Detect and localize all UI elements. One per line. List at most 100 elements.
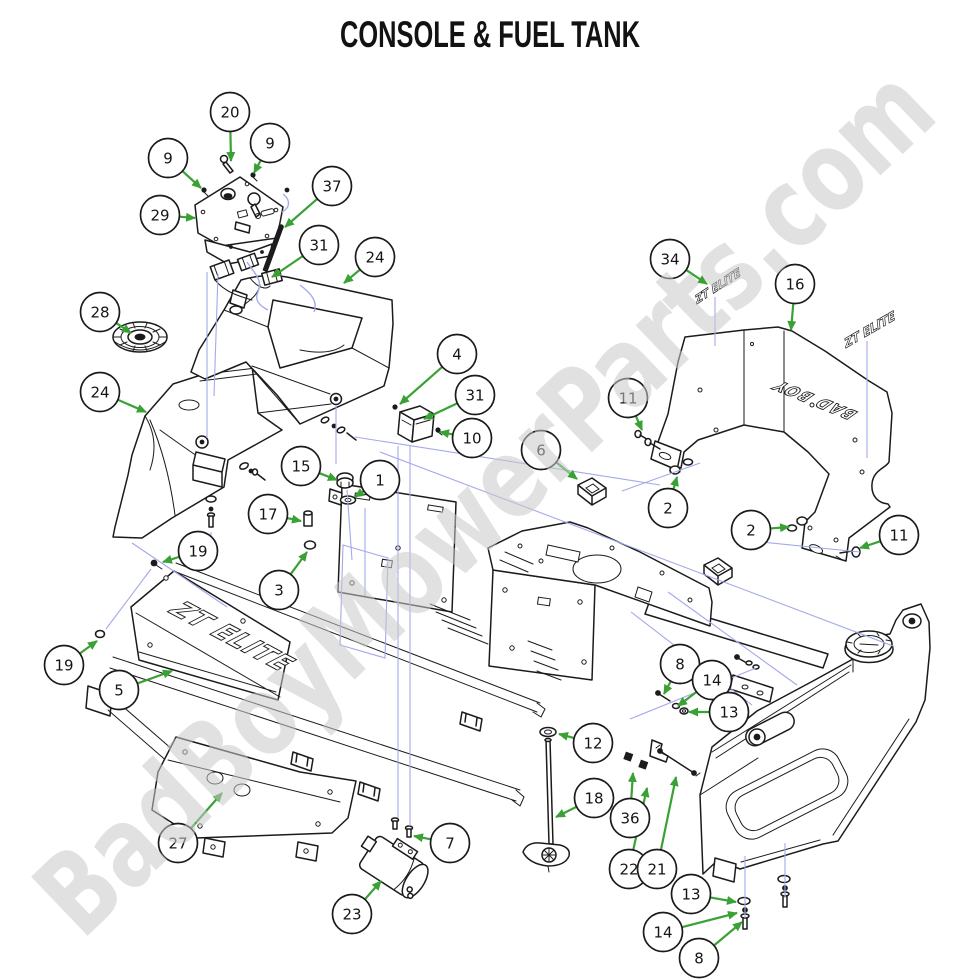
callout-6[interactable]: 6 bbox=[520, 429, 562, 471]
svg-text:16: 16 bbox=[785, 275, 804, 293]
callout-15[interactable]: 15 bbox=[280, 445, 322, 487]
right-console: BAD BOY bbox=[650, 326, 893, 562]
svg-text:14: 14 bbox=[653, 923, 672, 941]
wire-harness bbox=[209, 252, 283, 315]
callout-9[interactable]: 9 bbox=[249, 122, 291, 164]
callout-4[interactable]: 4 bbox=[436, 333, 478, 375]
callout-24[interactable]: 24 bbox=[354, 236, 396, 278]
callout-2[interactable]: 2 bbox=[647, 487, 689, 529]
svg-text:7: 7 bbox=[445, 834, 455, 852]
callout-24[interactable]: 24 bbox=[79, 371, 121, 413]
leader-arrow-11 bbox=[634, 415, 644, 431]
callout-22[interactable]: 22 bbox=[608, 848, 650, 890]
callout-23[interactable]: 23 bbox=[331, 893, 373, 935]
leader-arrow-16 bbox=[787, 303, 797, 331]
leader-arrow-21 bbox=[659, 776, 679, 851]
guide-line bbox=[131, 542, 228, 608]
leader-arrow-8 bbox=[663, 680, 673, 695]
callout-31[interactable]: 31 bbox=[298, 224, 340, 266]
fuel-filter bbox=[358, 835, 429, 900]
svg-text:31: 31 bbox=[465, 386, 484, 404]
skid-plate bbox=[151, 736, 357, 839]
leader-arrow-6 bbox=[555, 461, 578, 480]
leader-arrow-18 bbox=[555, 805, 578, 818]
callout-16[interactable]: 16 bbox=[774, 263, 816, 305]
callout-18[interactable]: 18 bbox=[573, 777, 615, 819]
callout-2[interactable]: 2 bbox=[730, 509, 772, 551]
leader-arrow-34 bbox=[685, 269, 708, 285]
svg-text:11: 11 bbox=[618, 389, 637, 407]
svg-text:37: 37 bbox=[322, 177, 341, 195]
leader-arrow-10 bbox=[439, 429, 454, 439]
callout-28[interactable]: 28 bbox=[79, 291, 121, 333]
callout-11[interactable]: 11 bbox=[607, 377, 649, 419]
callout-14[interactable]: 14 bbox=[642, 911, 684, 953]
svg-text:10: 10 bbox=[462, 429, 481, 447]
callout-19[interactable]: 19 bbox=[177, 530, 219, 572]
fender-pocket bbox=[192, 451, 226, 488]
frame-cross-rail-upper bbox=[175, 562, 546, 718]
svg-text:13: 13 bbox=[719, 703, 738, 721]
callout-36[interactable]: 36 bbox=[609, 797, 651, 839]
svg-text:17: 17 bbox=[258, 505, 277, 523]
svg-text:36: 36 bbox=[620, 809, 639, 827]
guide-line bbox=[346, 489, 353, 561]
callout-5[interactable]: 5 bbox=[98, 669, 140, 711]
guide-line bbox=[621, 462, 701, 492]
svg-text:18: 18 bbox=[584, 789, 603, 807]
guide-line bbox=[105, 568, 152, 630]
leader-arrow-8 bbox=[713, 921, 743, 947]
wire bbox=[299, 284, 316, 313]
nut bbox=[94, 629, 106, 639]
leader-arrow-37 bbox=[284, 197, 319, 228]
svg-text:20: 20 bbox=[220, 103, 239, 121]
svg-text:24: 24 bbox=[365, 248, 384, 266]
callout-27[interactable]: 27 bbox=[157, 822, 199, 864]
callout-3[interactable]: 3 bbox=[258, 569, 300, 611]
svg-text:21: 21 bbox=[647, 860, 666, 878]
callout-13[interactable]: 13 bbox=[708, 691, 750, 733]
svg-text:15: 15 bbox=[291, 457, 310, 475]
leader-arrow-4 bbox=[399, 366, 444, 405]
callout-31[interactable]: 31 bbox=[454, 374, 496, 416]
leader-arrow-20 bbox=[226, 131, 236, 162]
callout-8[interactable]: 8 bbox=[678, 937, 720, 979]
guide-line bbox=[751, 540, 861, 553]
callout-11[interactable]: 11 bbox=[878, 514, 920, 556]
leader-arrow-2 bbox=[670, 476, 679, 490]
leader-arrow-14 bbox=[681, 910, 738, 929]
callout-12[interactable]: 12 bbox=[572, 722, 614, 764]
callout-7[interactable]: 7 bbox=[429, 822, 471, 864]
leader-arrow-2 bbox=[770, 523, 790, 533]
rail-bracket bbox=[290, 751, 314, 772]
callout-13[interactable]: 13 bbox=[670, 873, 712, 915]
callout-19[interactable]: 19 bbox=[43, 644, 85, 686]
guide-line bbox=[379, 451, 894, 647]
rail-bracket bbox=[357, 781, 381, 802]
svg-text:4: 4 bbox=[452, 345, 462, 363]
callout-29[interactable]: 29 bbox=[139, 194, 181, 236]
svg-text:23: 23 bbox=[342, 905, 361, 923]
relay-screw bbox=[392, 404, 398, 410]
callout-10[interactable]: 10 bbox=[451, 417, 493, 459]
callout-37[interactable]: 37 bbox=[311, 165, 353, 207]
seat-deck-hole bbox=[572, 554, 622, 584]
svg-text:22: 22 bbox=[619, 860, 638, 878]
leader-arrow-31 bbox=[423, 402, 458, 420]
callout-34[interactable]: 34 bbox=[649, 238, 691, 280]
frame-vent-slots bbox=[527, 640, 562, 681]
svg-text:2: 2 bbox=[663, 499, 673, 517]
leader-arrow-24 bbox=[343, 268, 361, 284]
leader-arrow-29 bbox=[179, 212, 196, 222]
callout-1[interactable]: 1 bbox=[359, 459, 401, 501]
callout-21[interactable]: 21 bbox=[636, 848, 678, 890]
fuel-pickup bbox=[522, 726, 571, 873]
callout-9[interactable]: 9 bbox=[147, 137, 189, 179]
callout-17[interactable]: 17 bbox=[247, 493, 289, 535]
ignition-switch bbox=[247, 192, 261, 206]
callout-14[interactable]: 14 bbox=[691, 659, 733, 701]
leader-arrow-24 bbox=[117, 398, 147, 414]
callout-20[interactable]: 20 bbox=[209, 91, 251, 133]
